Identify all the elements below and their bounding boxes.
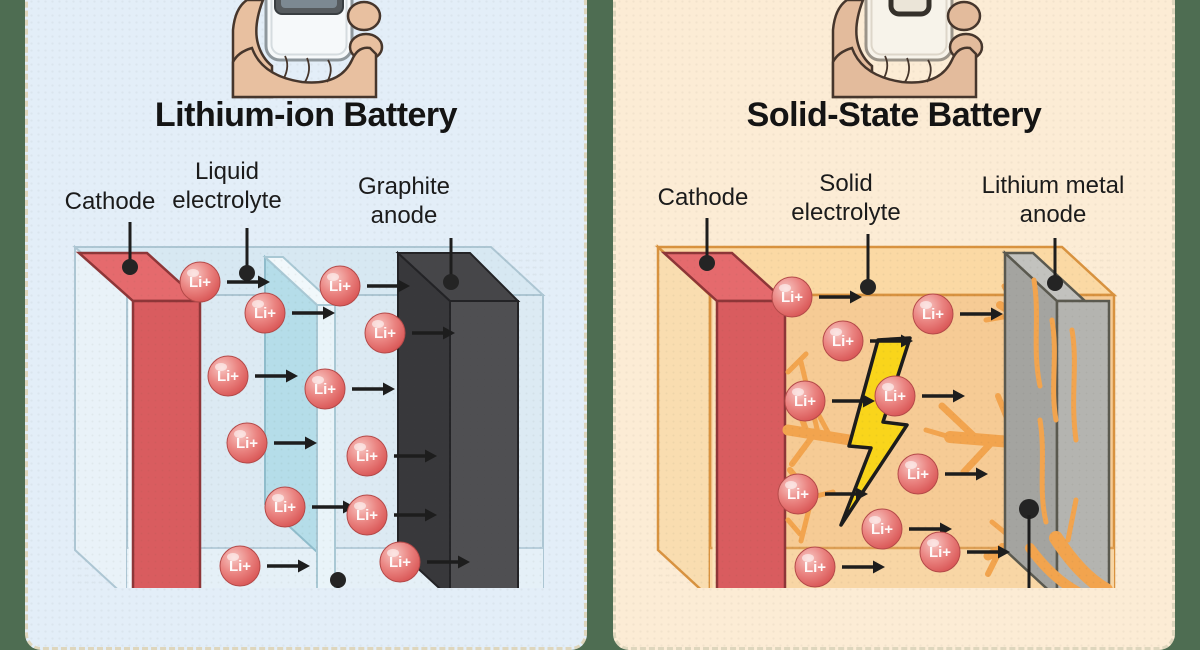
label-cathode-left: Cathode: [64, 188, 156, 215]
label-line: anode: [370, 201, 438, 229]
right-panel-title: Solid-State Battery: [746, 96, 1042, 134]
label-line: anode: [1019, 200, 1087, 228]
label-line: electrolyte: [172, 186, 282, 214]
left-panel-title: Lithium-ion Battery: [154, 96, 458, 134]
label-cathode-right: Cathode: [657, 184, 749, 211]
label-line: Solid: [819, 170, 873, 197]
label-line: Graphite: [357, 173, 451, 200]
label-line: Liquid: [194, 158, 260, 185]
label-graphite-anode: Graphite anode: [358, 173, 450, 231]
battery-comparison-illustration: { "left_panel": { "title": "Lithium-ion …: [25, 0, 1175, 650]
label-solid-electrolyte: Solid electrolyte: [791, 170, 900, 228]
label-line: electrolyte: [791, 198, 901, 226]
label-lithium-metal-anode: Lithium metal anode: [982, 172, 1125, 230]
label-liquid-electrolyte: Liquid electrolyte: [172, 158, 281, 216]
label-line: Lithium metal: [981, 172, 1125, 199]
